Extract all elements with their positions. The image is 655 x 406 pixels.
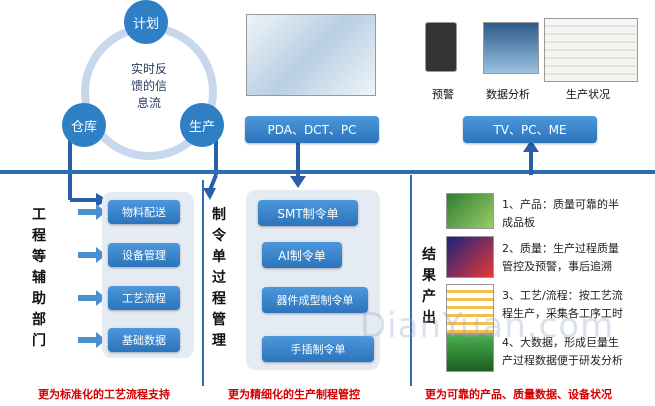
cycle-center-text: 实时反 馈的信 息流	[130, 62, 167, 110]
section3-footer: 更为可靠的产品、质量数据、设备状况	[425, 388, 612, 401]
caption-status: 生产状况	[566, 88, 610, 101]
cycle-node-production: 生产	[180, 103, 224, 147]
cycle-node-plan: 计划	[124, 0, 168, 44]
section3-title: 结果 产出	[422, 247, 436, 326]
result-product: 1、产品：质量可靠的半成品板	[502, 198, 619, 229]
result-quality: 2、质量：生产过程质量管控及预警，事后追溯	[502, 242, 619, 273]
result-bigdata: 4、大数据，形成巨量生产过程数据便于研发分析	[502, 336, 623, 367]
caption-analysis: 数据分析	[486, 88, 530, 101]
watermark: DianYuan.com	[360, 306, 615, 346]
section1-title: 工程 等辅 助部 门	[32, 207, 46, 349]
order-smt: SMT制令单	[258, 200, 358, 226]
order-component: 器件成型制令单	[262, 287, 368, 313]
devices-box: PDA、DCT、PC	[245, 116, 379, 143]
order-ai: AI制令单	[262, 242, 342, 268]
tablet-image	[425, 22, 457, 72]
pcb-image	[446, 193, 494, 229]
cycle-node-warehouse: 仓库	[62, 103, 106, 147]
section1-footer: 更为标准化的工艺流程支持	[38, 388, 170, 401]
flowchart-image	[446, 284, 494, 334]
item-material: 物料配送	[108, 200, 180, 224]
outputs-box: TV、PC、ME	[463, 116, 597, 143]
item-basic-data: 基础数据	[108, 328, 180, 352]
item-equipment: 设备管理	[108, 243, 180, 267]
laptop-image	[483, 22, 539, 74]
elephant-image	[446, 334, 494, 372]
item-process: 工艺流程	[108, 286, 180, 310]
report-image	[544, 18, 638, 82]
section2-title: 制令 单过 程管 理	[212, 207, 226, 349]
order-manual: 手插制令单	[262, 336, 374, 362]
result-process: 3、工艺/流程：按工艺流程生产，采集各工序工时	[502, 289, 623, 320]
caption-warning: 预警	[432, 88, 454, 101]
section2-footer: 更为精细化的生产制程管控	[228, 388, 360, 401]
factory-image	[246, 14, 376, 96]
inspection-image	[446, 236, 494, 278]
